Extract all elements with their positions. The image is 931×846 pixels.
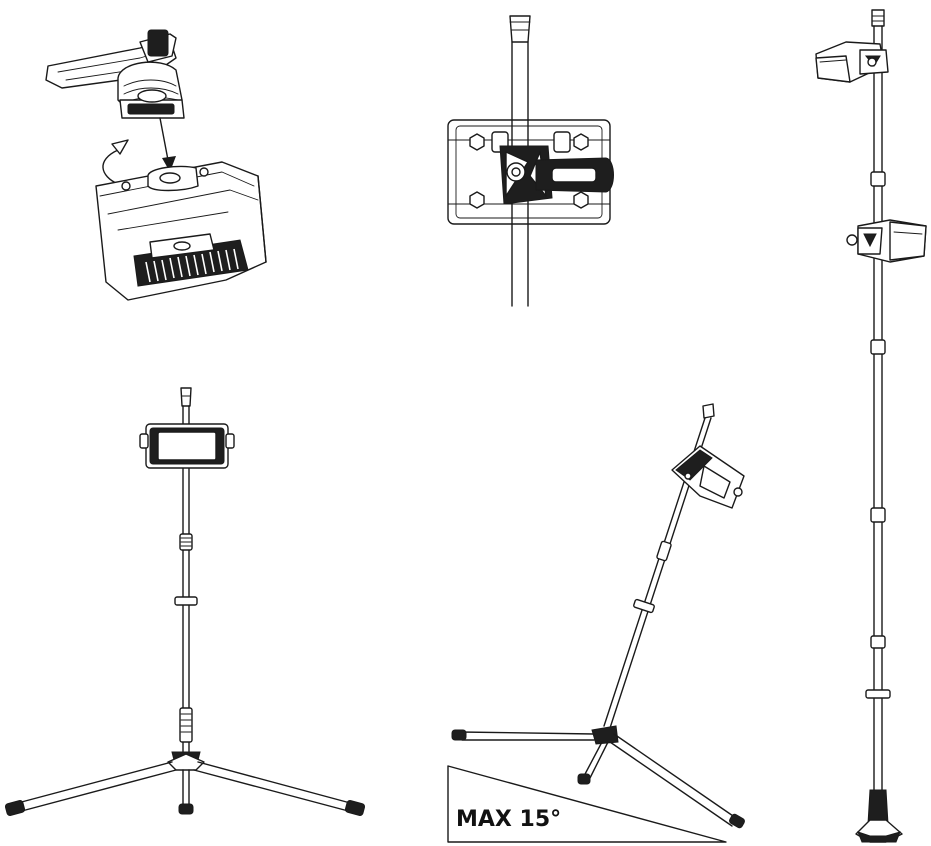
light-head-body (95, 161, 267, 301)
panel-tilted-stand: MAX 15° (447, 403, 745, 843)
panel-tall-pole (815, 9, 927, 843)
lower-light-head (846, 219, 927, 263)
tilted-light-head (671, 445, 745, 509)
tall-pole (865, 9, 891, 801)
panel-bracket-closeup (447, 15, 614, 307)
clip-bracket (45, 29, 185, 119)
tall-pole-base (855, 789, 903, 843)
panel-tripod-stand (4, 387, 366, 816)
stand-light-head (139, 423, 235, 469)
stand-pole (174, 387, 198, 761)
tilt-limit-label: MAX 15° (456, 807, 561, 832)
pole-clamp (499, 145, 614, 205)
panel-clip-attach (45, 29, 267, 301)
upper-light-head (815, 41, 889, 83)
slope-wedge: MAX 15° (447, 765, 727, 843)
tripod-legs (4, 751, 366, 816)
insert-arrow-icon (159, 117, 176, 172)
tilted-tripod-legs (451, 725, 745, 829)
rotate-arrow-icon (102, 139, 129, 185)
